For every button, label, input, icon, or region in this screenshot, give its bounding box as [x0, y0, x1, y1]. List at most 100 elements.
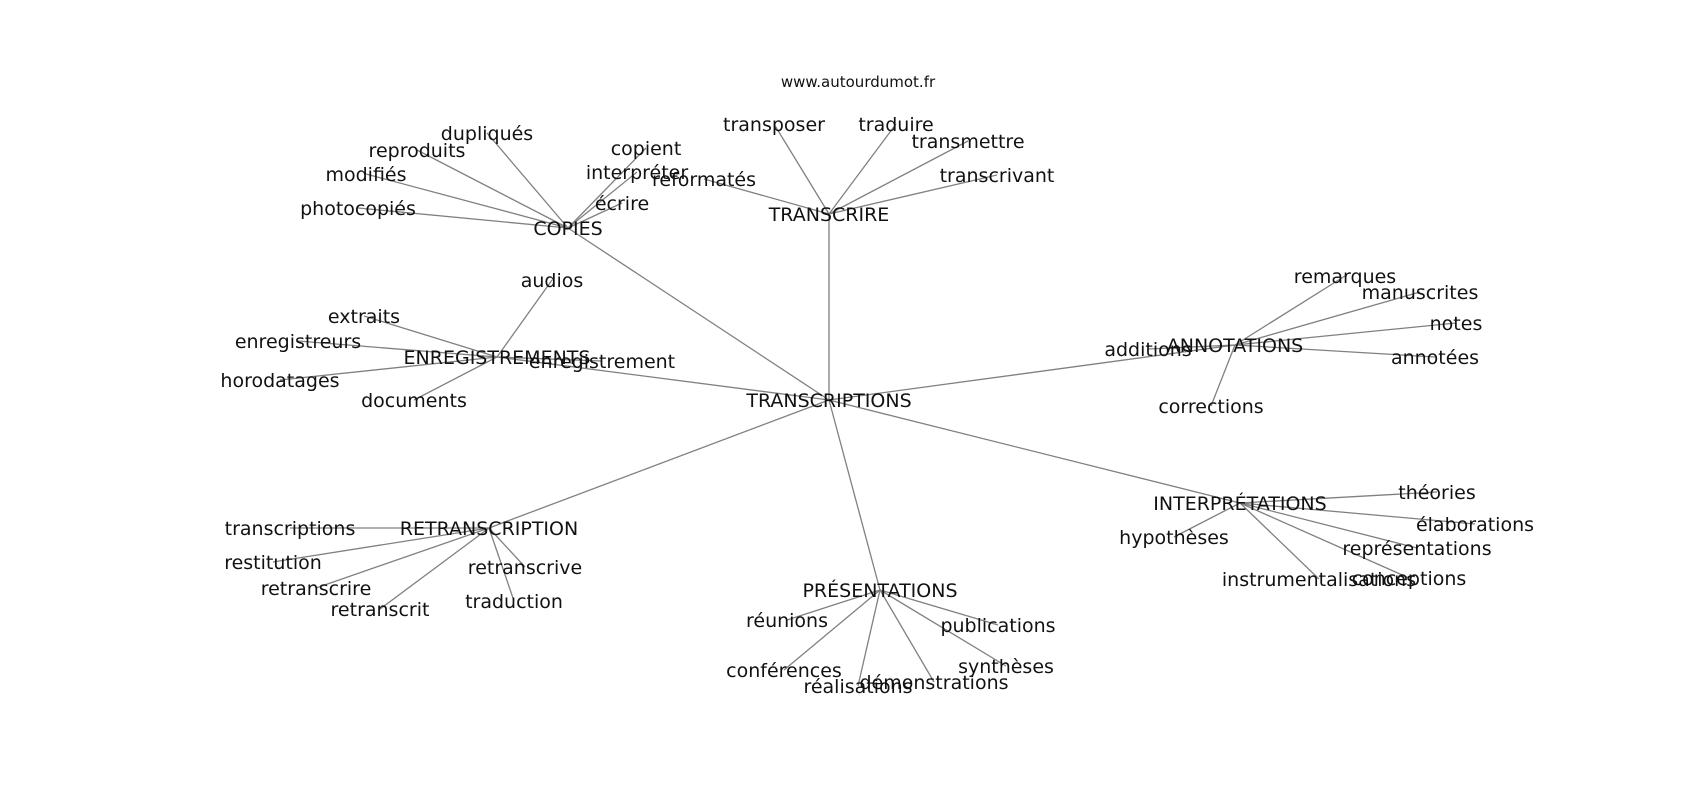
source-credit: www.autourdumot.fr — [781, 73, 936, 91]
word-node[interactable]: horodatages — [220, 370, 339, 392]
edge-annotations-word — [1210, 344, 1236, 407]
category-node-interpretations[interactable]: INTERPRÉTATIONS — [1153, 492, 1326, 515]
edge-interpretations-word — [1173, 502, 1241, 538]
word-node[interactable]: annotées — [1391, 347, 1479, 369]
edge-enregistrements-word — [279, 356, 498, 381]
edge-transcrire-word — [773, 123, 830, 215]
edge-retranscription-word — [488, 527, 526, 568]
word-node[interactable]: instrumentalisations — [1222, 569, 1416, 591]
word-node[interactable]: documents — [361, 390, 467, 412]
word-node[interactable]: synthèses — [958, 656, 1054, 678]
word-node[interactable]: hypothèses — [1119, 527, 1229, 549]
word-node[interactable]: dupliqués — [441, 123, 533, 145]
word-node[interactable]: audios — [521, 270, 584, 292]
edge-annotations-word — [1234, 291, 1421, 346]
edge-retranscription-word — [315, 527, 490, 589]
edge-center-retranscription — [488, 399, 830, 529]
edge-presentations-word — [857, 589, 881, 687]
edge-transcrire-word — [828, 174, 998, 215]
edge-transcrire-word — [828, 123, 897, 215]
word-node[interactable]: copient — [611, 138, 682, 160]
word-node[interactable]: retranscrire — [261, 578, 372, 600]
edge-center-annotations — [828, 344, 1236, 401]
word-node[interactable]: écrire — [595, 193, 649, 215]
category-node-retranscription[interactable]: RETRANSCRIPTION — [400, 518, 578, 540]
edge-interpretations-word — [1239, 491, 1438, 504]
edge-presentations-word — [879, 589, 1007, 667]
edge-interpretations-word — [1239, 502, 1476, 525]
word-node[interactable]: retranscrive — [468, 557, 582, 579]
word-node[interactable]: interpréter — [586, 162, 689, 184]
edge-interpretations-word — [1239, 502, 1418, 549]
edge-transcrire-word — [703, 178, 830, 215]
word-node[interactable]: théories — [1398, 482, 1475, 504]
edge-interpretations-word — [1239, 502, 1410, 579]
word-node[interactable]: extraits — [328, 306, 400, 328]
edge-copies-word — [486, 132, 569, 229]
word-node[interactable]: conférences — [726, 660, 842, 682]
edge-enregistrements-word — [363, 315, 498, 358]
word-node[interactable]: reformatés — [652, 169, 756, 191]
edge-annotations-word — [1234, 344, 1436, 358]
edge-annotations-word — [1147, 344, 1236, 350]
edge-retranscription-word — [488, 527, 515, 602]
edge-transcrire-word — [828, 140, 969, 215]
word-node[interactable]: réunions — [746, 610, 828, 632]
word-node[interactable]: notes — [1430, 313, 1483, 335]
edge-enregistrements-word — [496, 356, 603, 362]
edge-enregistrements-word — [496, 279, 553, 358]
label-layer: www.autourdumot.fr TRANSCRIPTIONS COPIES d… — [220, 73, 1534, 698]
word-node[interactable]: réalisations — [803, 676, 912, 698]
edge-center-copies — [567, 227, 830, 401]
edge-interpretations-word — [1239, 502, 1320, 580]
center-node[interactable]: TRANSCRIPTIONS — [745, 390, 911, 412]
edge-copies-word — [567, 171, 638, 229]
edge-copies-word — [416, 149, 569, 229]
category-node-copies[interactable]: COPIES — [533, 218, 602, 240]
edge-retranscription-word — [272, 527, 490, 563]
word-node[interactable]: conceptions — [1352, 568, 1467, 590]
word-node[interactable]: manuscrites — [1362, 282, 1479, 304]
word-node[interactable]: enregistrement — [529, 351, 675, 373]
edge-annotations-word — [1234, 275, 1346, 346]
edge-copies-word — [567, 147, 647, 229]
word-node[interactable]: reproduits — [369, 140, 466, 162]
edge-presentations-word — [786, 589, 881, 621]
word-node[interactable]: représentations — [1342, 538, 1491, 560]
word-node[interactable]: remarques — [1294, 266, 1396, 288]
edge-center-interpretations — [828, 399, 1241, 504]
word-node[interactable]: restitution — [224, 552, 322, 574]
word-node[interactable]: enregistreurs — [235, 331, 361, 353]
category-node-enregistrements[interactable]: ENREGISTREMENTS — [404, 347, 591, 369]
word-node[interactable]: élaborations — [1416, 514, 1534, 536]
edge-copies-word — [365, 173, 569, 229]
edge-copies-word — [567, 202, 623, 229]
category-node-transcrire[interactable]: TRANSCRIRE — [768, 204, 890, 226]
word-node[interactable]: retranscrit — [331, 599, 430, 621]
word-node[interactable]: modifiés — [325, 164, 406, 186]
edge-enregistrements-word — [297, 340, 498, 358]
word-node[interactable]: traduction — [465, 591, 563, 613]
word-node[interactable]: démonstrations — [859, 672, 1008, 694]
edge-center-enregistrements — [496, 356, 830, 401]
edge-enregistrements-word — [413, 356, 498, 401]
category-node-annotations[interactable]: ANNOTATIONS — [1167, 335, 1303, 357]
edge-presentations-word — [879, 589, 999, 626]
word-node[interactable]: traduire — [858, 114, 933, 136]
word-node[interactable]: transcriptions — [225, 518, 356, 540]
word-node[interactable]: transmettre — [911, 131, 1024, 153]
word-node[interactable]: corrections — [1158, 396, 1263, 418]
word-node[interactable]: additions — [1104, 339, 1191, 361]
edge-copies-word — [357, 207, 569, 229]
word-node[interactable]: transposer — [723, 114, 825, 136]
category-node-presentations[interactable]: PRÉSENTATIONS — [802, 579, 957, 602]
word-node[interactable]: transcrivant — [940, 165, 1055, 187]
edge-presentations-word — [879, 589, 935, 683]
edge-presentations-word — [783, 589, 881, 671]
word-node[interactable]: publications — [940, 615, 1055, 637]
word-node[interactable]: photocopiés — [300, 198, 416, 220]
edge-center-presentations — [828, 399, 881, 591]
edge-annotations-word — [1234, 322, 1457, 346]
edge-retranscription-word — [379, 527, 490, 610]
